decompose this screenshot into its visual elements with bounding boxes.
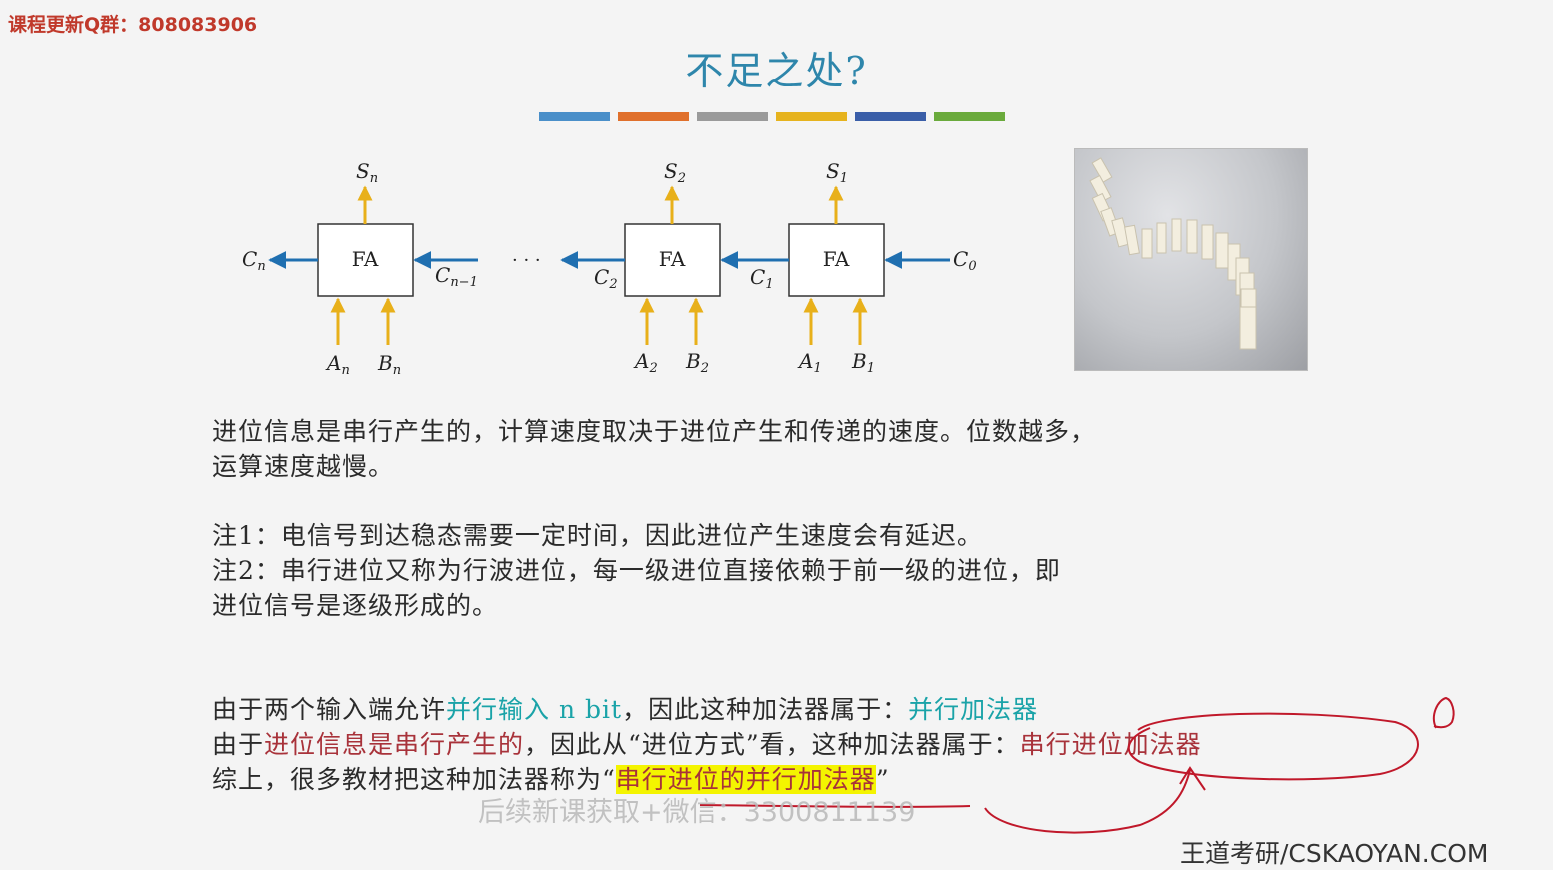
label-c0: C0	[953, 247, 977, 274]
label-an: An	[325, 351, 350, 378]
notice-label: 课程更新Q群：	[8, 14, 139, 36]
course-update-notice: 课程更新Q群：808083906	[8, 10, 257, 37]
label-b1: B1	[851, 349, 875, 376]
highlighted-term: 串行进位的并行加法器	[615, 765, 876, 794]
slide-title: 不足之处?	[685, 49, 868, 93]
label-b2: B2	[685, 349, 709, 376]
brand-footer: 王道考研/CSKAOYAN.COM	[1180, 839, 1489, 868]
label-cn: Cn	[242, 247, 266, 274]
label-a1: A1	[797, 349, 822, 376]
color-bar-1	[539, 112, 610, 121]
label-s2: S2	[664, 159, 686, 186]
label-a2: A2	[633, 349, 658, 376]
paragraph-line2: 运算速度越慢。	[212, 452, 395, 481]
color-bar-6	[934, 112, 1005, 121]
fa-block-2	[624, 223, 721, 297]
notes-block: 注1：电信号到达稳态需要一定时间，因此进位产生速度会有延迟。 注2：串行进位又称…	[212, 518, 1061, 623]
domino-icon	[1089, 157, 1257, 350]
note-2-line2: 进位信号是逐级形成的。	[212, 591, 499, 620]
color-bar-4	[776, 112, 847, 121]
summary-block: 由于两个输入端允许并行输入 n bit，因此这种加法器属于：并行加法器 由于进位…	[212, 692, 1202, 797]
color-bar-5	[855, 112, 926, 121]
annotation-mark	[1432, 696, 1455, 729]
label-sn: Sn	[356, 159, 378, 186]
color-bar-3	[697, 112, 768, 121]
summary-line3: 综上，很多教材把这种加法器称为“串行进位的并行加法器”	[212, 765, 890, 794]
color-bar-2	[618, 112, 689, 121]
summary-line1: 由于两个输入端允许并行输入 n bit，因此这种加法器属于：并行加法器	[212, 695, 1039, 724]
fa-block-1-label: FA	[823, 247, 850, 271]
paragraph-carry-speed: 进位信息是串行产生的，计算速度取决于进位产生和传递的速度。位数越多， 运算速度越…	[212, 414, 1096, 484]
ripple-carry-adder-diagram: FA FA FA Sn S2 S1 Cn Cn−1 C2 C1 C0	[242, 159, 977, 378]
label-s1: S1	[826, 159, 848, 186]
fa-block-n	[317, 223, 414, 297]
summary-line2: 由于进位信息是串行产生的，因此从“进位方式”看，这种加法器属于：串行进位加法器	[212, 730, 1202, 759]
notice-number: 808083906	[138, 14, 258, 36]
label-c2: C2	[594, 265, 618, 292]
label-cn1: Cn−1	[435, 263, 478, 290]
wechat-watermark: 后续新课获取+微信：3300811139	[478, 797, 916, 828]
label-c1: C1	[750, 265, 774, 292]
note-2-line1: 注2：串行进位又称为行波进位，每一级进位直接依赖于前一级的进位，即	[212, 556, 1061, 585]
fa-block-2-label: FA	[659, 247, 686, 271]
paragraph-line1: 进位信息是串行产生的，计算速度取决于进位产生和传递的速度。位数越多，	[212, 417, 1097, 446]
label-bn: Bn	[377, 351, 401, 378]
ellipsis-dots: · · ·	[512, 250, 541, 271]
note-1: 注1：电信号到达稳态需要一定时间，因此进位产生速度会有延迟。	[212, 521, 983, 550]
domino-photo	[1074, 148, 1308, 371]
fa-block-n-label: FA	[352, 247, 379, 271]
color-bar-strip	[539, 112, 1005, 121]
